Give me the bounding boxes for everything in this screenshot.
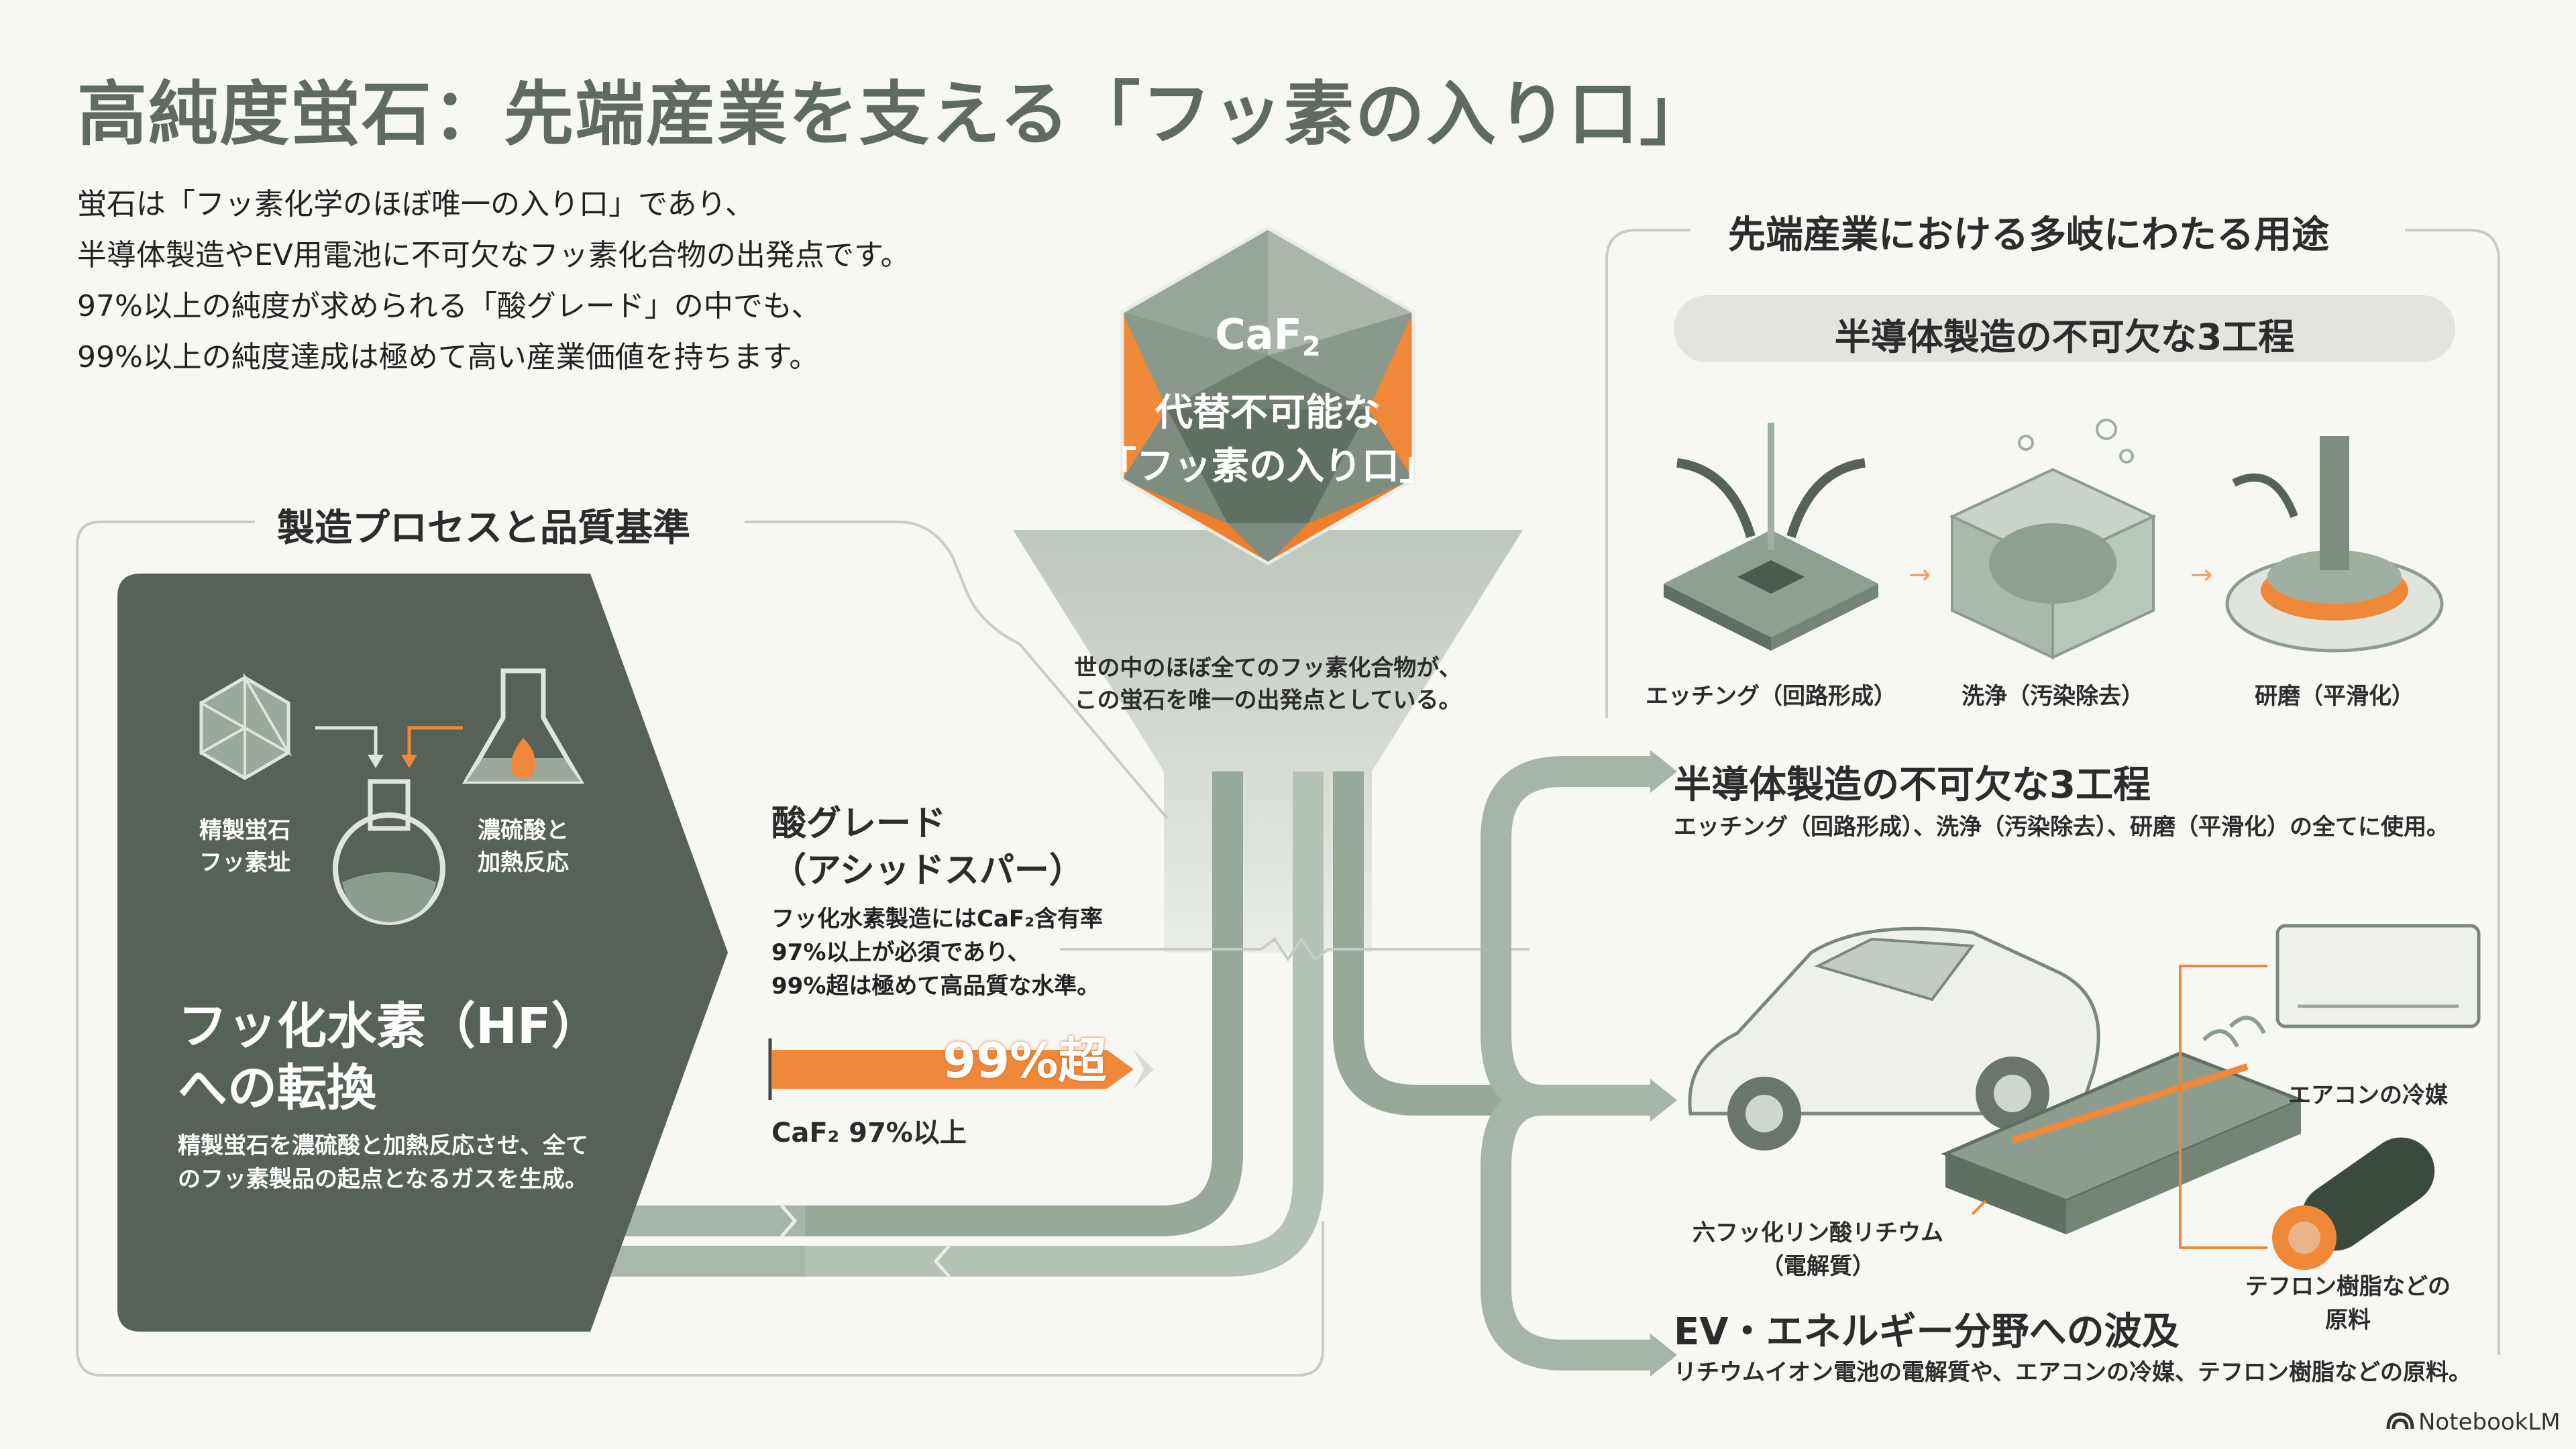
teflon-label-1: テフロン樹脂などの bbox=[2245, 1273, 2451, 1300]
intro-line-3: 97%以上の純度が求められる「酸グレード」の中でも、 bbox=[77, 289, 821, 323]
process-heading: 製造プロセスと品質基準 bbox=[258, 498, 709, 552]
hf-title-1: フッ化水素（HF） bbox=[178, 998, 601, 1055]
step-etching-label: エッチング（回路形成） bbox=[1646, 683, 1896, 710]
teflon-label-2: 原料 bbox=[2325, 1307, 2371, 1334]
applications-heading: 先端産業における多岐にわたる用途 bbox=[1709, 205, 2348, 259]
semiconductor-desc: エッチング（回路形成）、洗浄（汚染除去）、研磨（平滑化）の全てに使用。 bbox=[1674, 814, 2449, 841]
semiconductor-pill: 半導体製造の不可欠な3工程 bbox=[1834, 316, 2295, 358]
electrolyte-label-2: （電解質） bbox=[1761, 1253, 1875, 1280]
acid-grade-title-2: （アシッドスパー） bbox=[771, 851, 1084, 891]
acid-grade-desc-1: フッ化水素製造にはCaF₂含有率 bbox=[771, 906, 1104, 932]
semiconductor-title: 半導体製造の不可欠な3工程 bbox=[1674, 763, 2151, 807]
applications-panel-frame bbox=[1605, 229, 1690, 718]
notebooklm-logo bbox=[2386, 1412, 2414, 1430]
process-panel-frame bbox=[76, 521, 1324, 1377]
quality-bar bbox=[768, 1038, 1154, 1100]
crystal-formula: CaF2 bbox=[1134, 310, 1402, 362]
crystal-caption-1: 世の中のほぼ全てのフッ素化合物が、 bbox=[1074, 655, 1462, 682]
connector-lines bbox=[1971, 965, 2267, 1249]
flask-icon bbox=[333, 779, 445, 925]
crystal-line-2: 「フッ素の入り口」 bbox=[1099, 445, 1437, 488]
ev-car-illustration bbox=[1688, 926, 2100, 1150]
step-cleaning-label: 洗浄（汚染除去） bbox=[1962, 683, 2144, 710]
hf-title-2: への転換 bbox=[178, 1059, 376, 1117]
process-arrow-1 bbox=[315, 726, 378, 758]
acid-grade-title-1: 酸グレード bbox=[771, 804, 947, 844]
teflon-cable-illustration bbox=[2272, 1137, 2435, 1270]
page-title: 高純度蛍石：先端産業を支える「フッ素の入り口」 bbox=[77, 73, 1711, 155]
intro-line-2: 半導体製造やEV用電池に不可欠なフッ素化合物の出発点です。 bbox=[77, 238, 910, 272]
process-arrow-2 bbox=[407, 726, 463, 758]
heated-flask-icon bbox=[462, 668, 585, 784]
intro-line-1: 蛍石は「フッ素化学のほぼ唯一の入り口」であり、 bbox=[77, 187, 755, 221]
funnel-shape bbox=[1013, 530, 1523, 953]
acid-label-1: 濃硫酸と bbox=[478, 817, 569, 844]
quality-bar-label: 99%超 bbox=[943, 1032, 1107, 1089]
acid-grade-desc-2: 97%以上が必須であり、 bbox=[771, 939, 1030, 966]
fluorite-label-2: フッ素址 bbox=[199, 849, 290, 876]
semiconductor-pill-bg bbox=[1674, 295, 2455, 362]
hf-desc-2: のフッ素製品の起点となるガスを生成。 bbox=[178, 1166, 588, 1193]
fluorite-crystal bbox=[1120, 226, 1415, 566]
fluorite-icon bbox=[199, 672, 292, 780]
acid-label-2: 加熱反応 bbox=[478, 849, 569, 876]
hf-desc-1: 精製蛍石を濃硫酸と加熱反応させ、全て bbox=[178, 1132, 588, 1159]
arrow-2-icon: → bbox=[2190, 559, 2213, 590]
fluorite-label-1: 精製蛍石 bbox=[199, 817, 290, 844]
etching-illustration bbox=[1664, 423, 1878, 651]
intro-line-4: 99%以上の純度達成は極めて高い産業価値を持ちます。 bbox=[77, 340, 819, 374]
ev-title: EV・エネルギー分野への波及 bbox=[1674, 1310, 2180, 1354]
acid-grade-desc-3: 99%超は極めて高品質な水準。 bbox=[771, 973, 1100, 1000]
air-conditioner-illustration bbox=[2202, 924, 2481, 1048]
cleaning-illustration bbox=[1949, 419, 2157, 660]
battery-pack-illustration bbox=[1941, 1051, 2306, 1234]
ev-desc: リチウムイオン電池の電解質や、エアコンの冷媒、テフロン樹脂などの原料。 bbox=[1674, 1359, 2471, 1386]
arrow-1-icon: → bbox=[1909, 559, 1931, 590]
crystal-formula-subscript: 2 bbox=[1301, 331, 1321, 362]
electrolyte-label-1: 六フッ化リン酸リチウム bbox=[1693, 1220, 1943, 1246]
brand-label: NotebookLM bbox=[2418, 1409, 2561, 1436]
polishing-illustration bbox=[2225, 436, 2444, 653]
branch-flow bbox=[1481, 756, 1650, 1371]
crystal-caption-2: この蛍石を唯一の出発点としている。 bbox=[1074, 687, 1462, 714]
step-polishing-label: 研磨（平滑化） bbox=[2255, 683, 2414, 710]
crystal-line-1: 代替不可能な bbox=[1155, 391, 1381, 435]
flow-break-line bbox=[1060, 936, 1529, 962]
quality-baseline-label: CaF₂ 97%以上 bbox=[771, 1118, 967, 1148]
central-flow bbox=[590, 771, 1543, 1277]
crystal-formula-main: CaF bbox=[1215, 310, 1302, 359]
aircon-label: エアコンの冷媒 bbox=[2288, 1082, 2448, 1109]
